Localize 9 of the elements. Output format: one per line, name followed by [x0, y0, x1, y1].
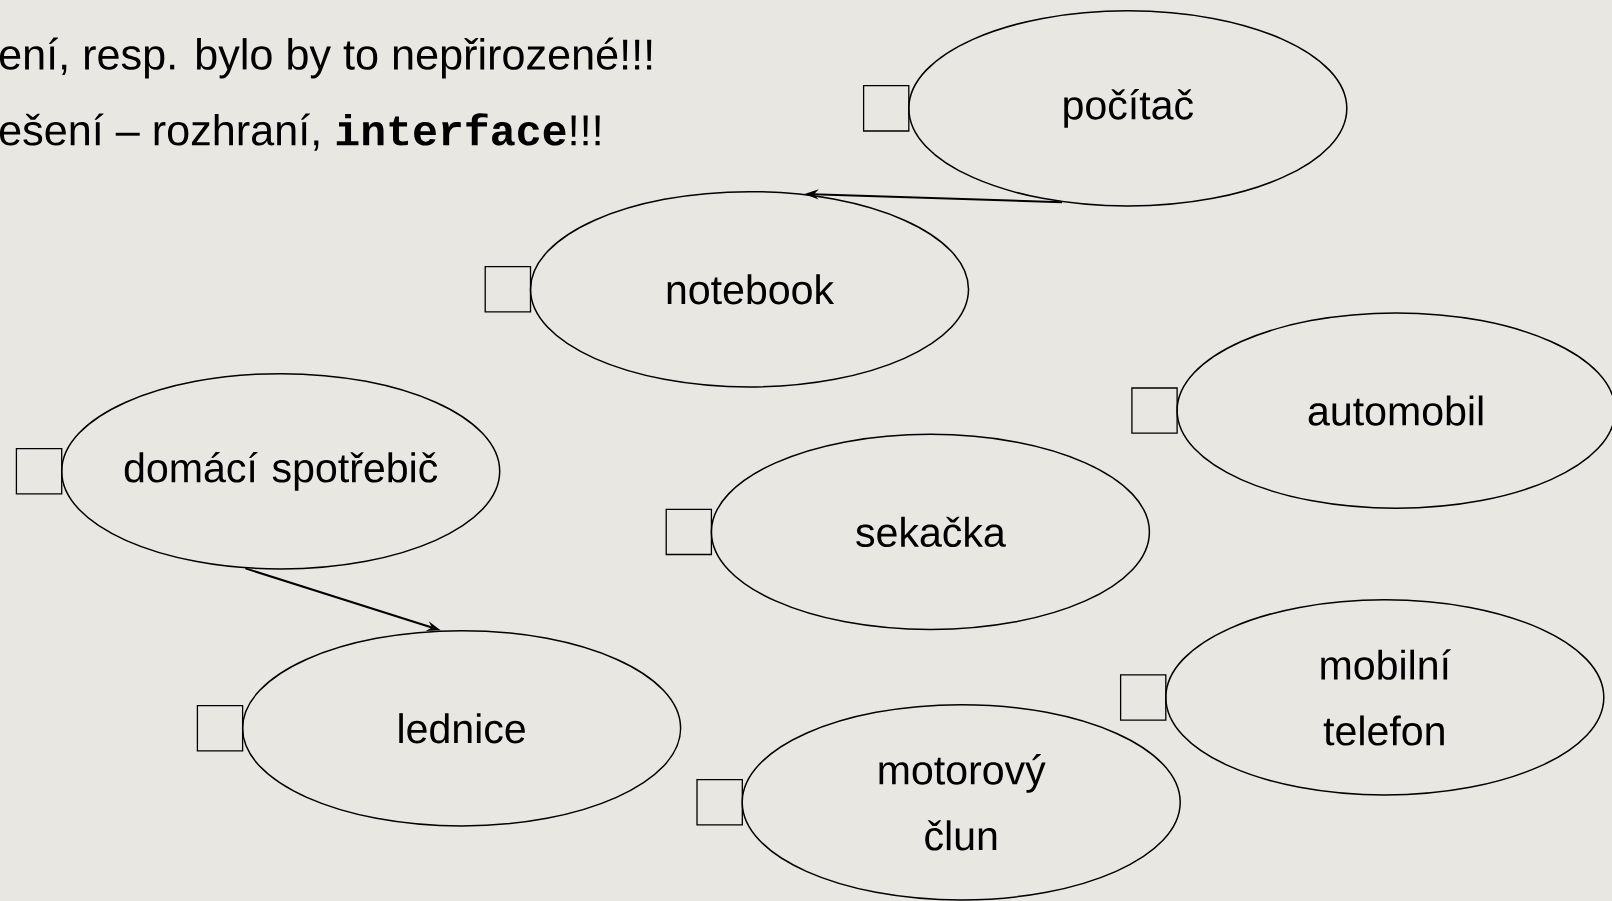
ellipse-node: notebook	[529, 190, 970, 388]
ellipse-node: počítač	[908, 10, 1348, 207]
ellipse-node: domácí spotřebič	[60, 372, 501, 570]
slide-text: ení, resp. bylo by to nepřirozené!!!	[0, 37, 652, 79]
ellipse-node: sekačka	[710, 433, 1151, 631]
ellipse-node: motorový člun	[741, 703, 1181, 901]
ellipse-node: lednice	[241, 629, 682, 827]
ellipse-node: mobilní telefon	[1165, 599, 1605, 796]
slide-text: ešení – rozhraní, interface!!!	[0, 113, 600, 151]
